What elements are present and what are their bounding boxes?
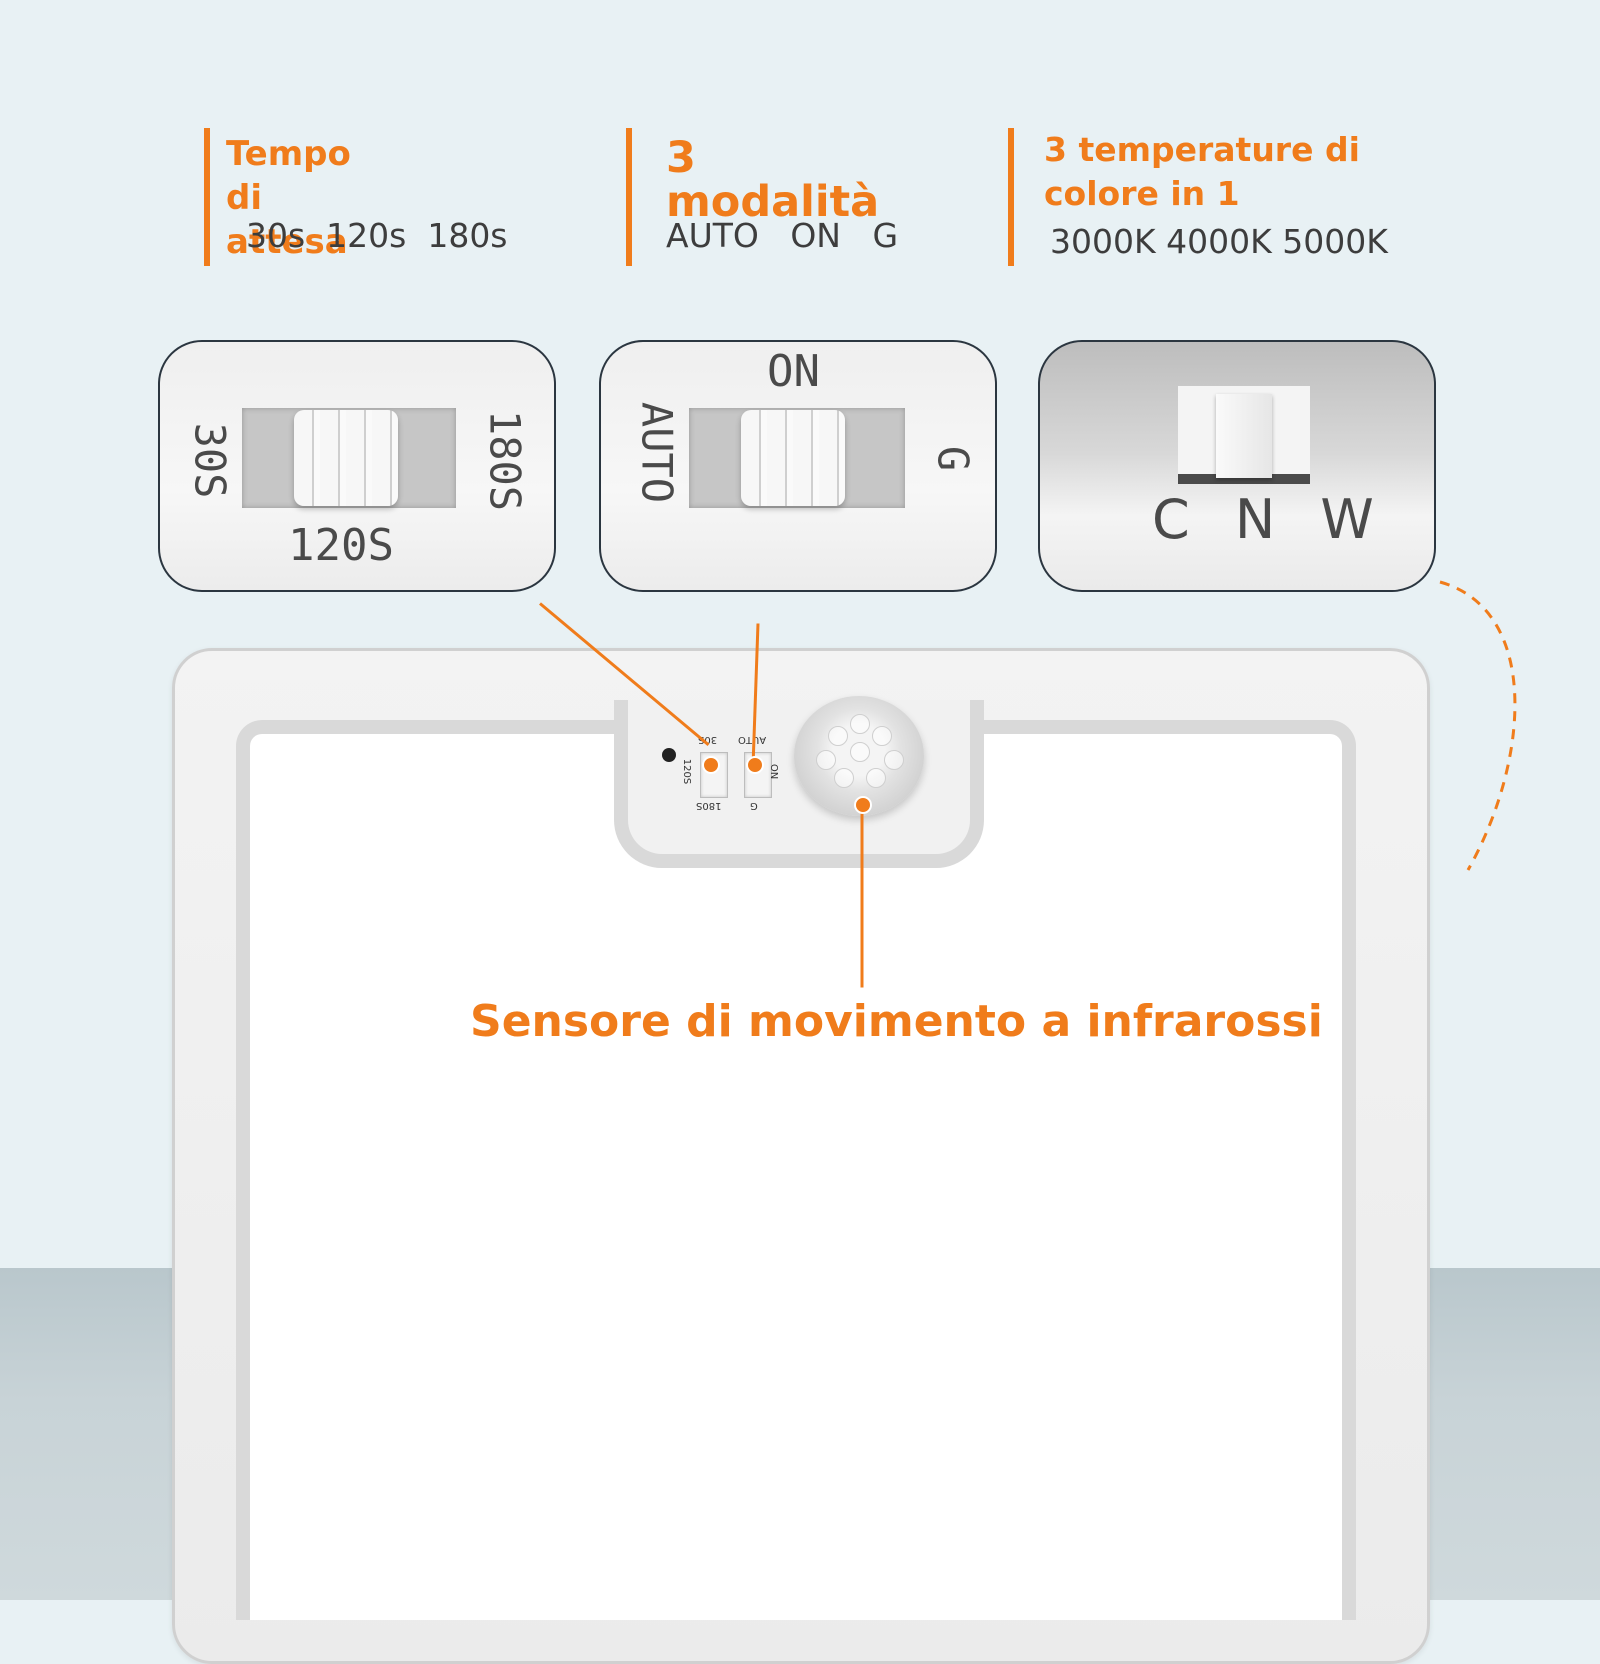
feature-values: 3000K 4000K 5000K bbox=[1050, 222, 1388, 261]
sensor-facet bbox=[872, 726, 892, 746]
sensor-facet bbox=[884, 750, 904, 770]
color-switch-knob[interactable] bbox=[1216, 394, 1272, 478]
timer-switch-card: 30S 120S 180S bbox=[158, 340, 556, 592]
mode-switch-card: ON AUTO G bbox=[599, 340, 997, 592]
accent-bar bbox=[1008, 128, 1014, 266]
color-switch-card: C N W bbox=[1038, 340, 1436, 592]
feature-values: AUTO ON G bbox=[666, 216, 899, 255]
sensor-facet bbox=[816, 750, 836, 770]
dot-timer bbox=[702, 756, 720, 774]
feature-title: 3 temperature di colore in 1 bbox=[1044, 130, 1360, 213]
accent-bar bbox=[626, 128, 632, 266]
sensor-facet bbox=[828, 726, 848, 746]
feature-title: Tempo di attesa bbox=[226, 134, 351, 262]
sensor-facet bbox=[866, 768, 886, 788]
color-labels: C N W bbox=[1152, 488, 1388, 551]
mode-switch-knob[interactable] bbox=[741, 410, 845, 506]
feature-values: 30s 120s 180s bbox=[246, 216, 508, 255]
sensor-facet bbox=[850, 742, 870, 762]
mode-label-on: ON bbox=[767, 346, 820, 397]
sensor-facet bbox=[850, 714, 870, 734]
panel-info-icon bbox=[662, 748, 676, 762]
dot-mode bbox=[746, 756, 764, 774]
dot-sensor bbox=[854, 796, 872, 814]
timer-switch-knob[interactable] bbox=[294, 410, 398, 506]
leader-color-dashed bbox=[1439, 580, 1517, 871]
timer-label-120s: 120S bbox=[288, 520, 394, 571]
accent-bar bbox=[204, 128, 210, 266]
feature-title: 3 modalità bbox=[666, 133, 880, 227]
pir-sensor bbox=[794, 696, 924, 816]
sensor-facet bbox=[834, 768, 854, 788]
lamp-panel-light bbox=[236, 720, 1356, 1620]
sensor-label: Sensore di movimento a infrarossi bbox=[470, 996, 1323, 1047]
